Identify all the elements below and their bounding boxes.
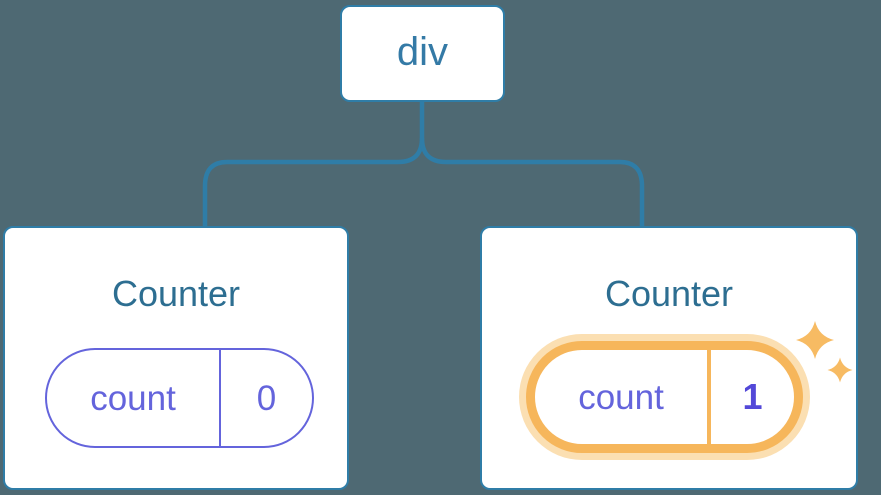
state-pill-highlighted: count 1 [526, 341, 803, 453]
state-value-label: 1 [742, 376, 763, 417]
counter-card-right: Counter count 1 [480, 226, 858, 490]
state-value-cell: 0 [221, 350, 312, 446]
root-node-label: div [396, 29, 449, 74]
state-key-cell: count [535, 350, 711, 444]
state-key-label: count [578, 377, 664, 417]
state-key-cell: count [47, 350, 221, 446]
state-key-label: count [90, 378, 176, 418]
state-value-cell: 1 [711, 350, 794, 444]
state-pill-highlight-glow: count 1 [519, 334, 810, 460]
root-node-div: div [340, 5, 505, 102]
counter-card-left: Counter count 0 [3, 226, 349, 490]
component-title: Counter [604, 273, 734, 314]
state-pill: count 0 [45, 348, 314, 448]
component-title: Counter [111, 273, 241, 314]
state-value-label: 0 [256, 378, 277, 418]
